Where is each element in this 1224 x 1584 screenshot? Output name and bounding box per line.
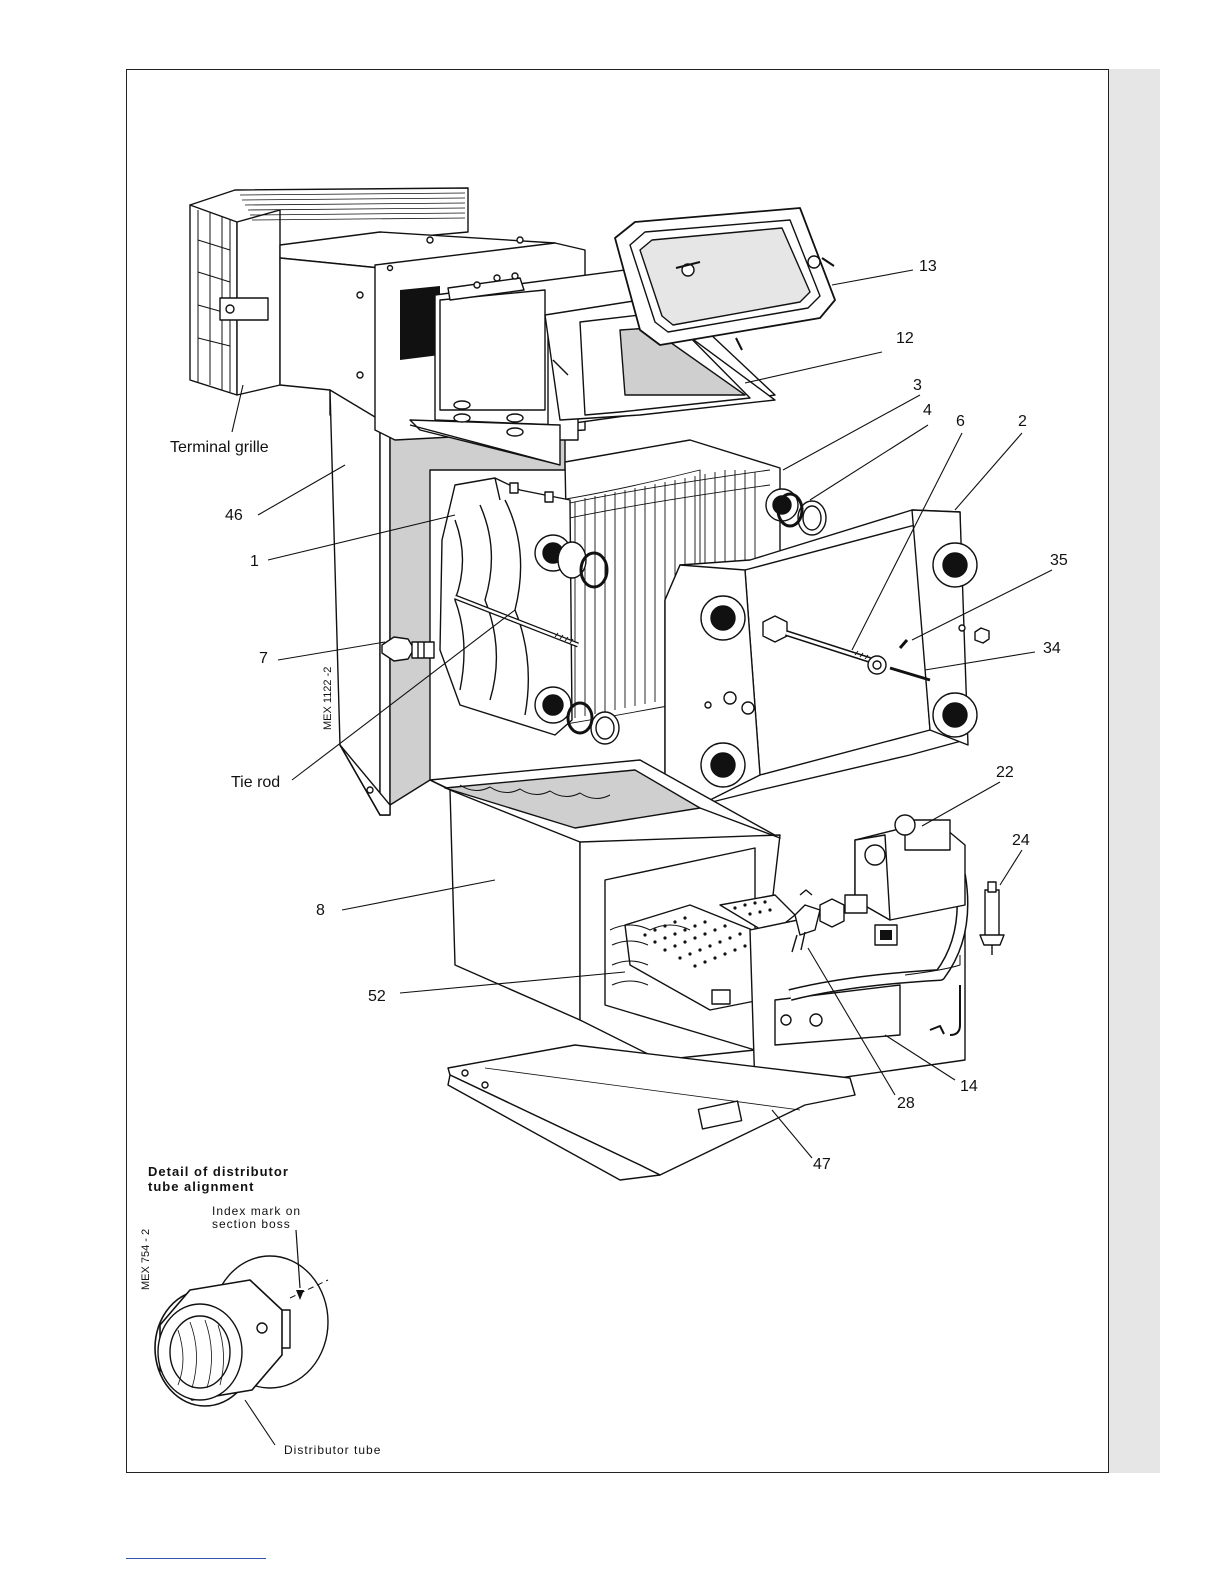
label-47: 47 <box>813 1156 831 1174</box>
label-34: 34 <box>1043 640 1061 658</box>
label-22: 22 <box>996 764 1014 782</box>
drawing-code-main: MEX 1122 -2 <box>322 667 334 730</box>
label-2: 2 <box>1018 413 1027 431</box>
label-8: 8 <box>316 902 325 920</box>
label-6: 6 <box>956 413 965 431</box>
label-52: 52 <box>368 988 386 1006</box>
label-terminal-grille: Terminal grille <box>170 439 269 457</box>
detail-title-line1: Detail of distributor <box>148 1164 289 1179</box>
index-mark-line1: Index mark on <box>212 1204 301 1218</box>
label-28: 28 <box>897 1095 915 1113</box>
label-24: 24 <box>1012 832 1030 850</box>
detail-title-line2: tube alignment <box>148 1179 254 1194</box>
piezo-24 <box>980 882 1004 955</box>
label-1: 1 <box>250 553 259 571</box>
label-14: 14 <box>960 1078 978 1096</box>
drawing-code-detail: MEX 754 - 2 <box>140 1229 152 1290</box>
label-35: 35 <box>1050 552 1068 570</box>
label-4: 4 <box>923 402 932 420</box>
index-mark-line2: section boss <box>212 1217 291 1231</box>
label-3: 3 <box>913 377 922 395</box>
distributor-tube-label: Distributor tube <box>284 1443 381 1457</box>
label-13: 13 <box>919 258 937 276</box>
distributor-detail-drawing <box>155 1230 328 1445</box>
label-12: 12 <box>896 330 914 348</box>
label-46: 46 <box>225 507 243 525</box>
footer-rule <box>126 1558 266 1559</box>
inspection-cover-13 <box>615 208 835 350</box>
label-7: 7 <box>259 650 268 668</box>
label-tie-rod: Tie rod <box>231 774 280 792</box>
